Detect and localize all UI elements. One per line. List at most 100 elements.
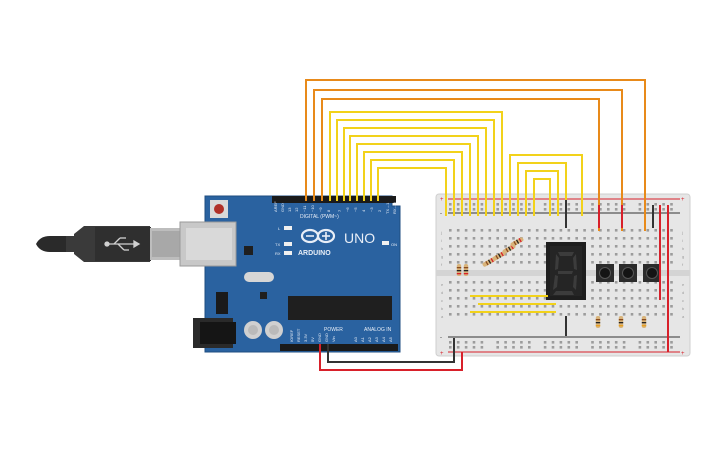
breadboard-hole[interactable]	[551, 341, 555, 344]
breadboard-hole[interactable]	[528, 245, 531, 248]
breadboard-hole[interactable]	[480, 245, 484, 248]
breadboard-hole[interactable]	[670, 346, 673, 349]
breadboard-hole[interactable]	[599, 305, 602, 308]
breadboard-hole[interactable]	[472, 253, 476, 256]
breadboard-hole[interactable]	[496, 281, 499, 284]
breadboard-hole[interactable]	[559, 237, 563, 240]
breadboard-hole[interactable]	[614, 203, 618, 206]
breadboard-hole[interactable]	[591, 229, 594, 232]
breadboard-hole[interactable]	[488, 237, 492, 240]
breadboard-hole[interactable]	[504, 237, 507, 240]
breadboard-hole[interactable]	[638, 208, 642, 211]
breadboard-hole[interactable]	[472, 297, 476, 300]
breadboard-hole[interactable]	[622, 313, 626, 316]
breadboard-hole[interactable]	[559, 313, 563, 316]
breadboard-hole[interactable]	[472, 229, 476, 232]
breadboard-hole[interactable]	[520, 229, 523, 232]
breadboard-hole[interactable]	[449, 237, 452, 240]
breadboard-hole[interactable]	[464, 297, 468, 300]
breadboard-hole[interactable]	[496, 313, 499, 316]
breadboard-hole[interactable]	[622, 208, 626, 211]
breadboard-hole[interactable]	[638, 261, 642, 264]
breadboard-hole[interactable]	[456, 237, 460, 240]
breadboard-hole[interactable]	[599, 289, 602, 292]
breadboard-hole[interactable]	[528, 253, 531, 256]
push-button-2[interactable]	[619, 264, 637, 282]
breadboard-hole[interactable]	[559, 341, 563, 344]
breadboard-hole[interactable]	[543, 253, 547, 256]
seven-segment-display[interactable]: 8	[546, 242, 586, 300]
breadboard-hole[interactable]	[654, 346, 657, 349]
breadboard-hole[interactable]	[670, 341, 673, 344]
breadboard-hole[interactable]	[551, 229, 555, 232]
breadboard-hole[interactable]	[488, 313, 492, 316]
breadboard-hole[interactable]	[670, 229, 673, 232]
breadboard-hole[interactable]	[464, 203, 468, 206]
breadboard-hole[interactable]	[528, 297, 531, 300]
breadboard-hole[interactable]	[622, 305, 626, 308]
breadboard-hole[interactable]	[535, 237, 539, 240]
breadboard-hole[interactable]	[464, 313, 468, 316]
breadboard-hole[interactable]	[575, 229, 578, 232]
breadboard-hole[interactable]	[496, 245, 499, 248]
breadboard-hole[interactable]	[449, 208, 452, 211]
breadboard-hole[interactable]	[654, 261, 657, 264]
breadboard-hole[interactable]	[670, 203, 673, 206]
breadboard-hole[interactable]	[646, 289, 650, 292]
breadboard-hole[interactable]	[480, 203, 484, 206]
breadboard-hole[interactable]	[528, 208, 531, 211]
breadboard-hole[interactable]	[535, 281, 539, 284]
breadboard-hole[interactable]	[464, 253, 468, 256]
breadboard-hole[interactable]	[551, 313, 555, 316]
breadboard-hole[interactable]	[646, 305, 650, 308]
breadboard-hole[interactable]	[456, 203, 460, 206]
breadboard-hole[interactable]	[480, 253, 484, 256]
breadboard-hole[interactable]	[662, 245, 665, 248]
resistors-buttons[interactable]	[595, 316, 647, 328]
breadboard-hole[interactable]	[567, 305, 571, 308]
breadboard-hole[interactable]	[528, 341, 531, 344]
breadboard-hole[interactable]	[559, 229, 563, 232]
breadboard-hole[interactable]	[520, 289, 523, 292]
breadboard-hole[interactable]	[622, 281, 626, 284]
breadboard-hole[interactable]	[480, 289, 484, 292]
breadboard-hole[interactable]	[480, 229, 484, 232]
breadboard-hole[interactable]	[449, 305, 452, 308]
breadboard-hole[interactable]	[456, 253, 460, 256]
breadboard-hole[interactable]	[599, 208, 602, 211]
breadboard-hole[interactable]	[488, 289, 492, 292]
breadboard-hole[interactable]	[512, 203, 515, 206]
breadboard-hole[interactable]	[654, 297, 657, 300]
breadboard-hole[interactable]	[464, 346, 468, 349]
breadboard-hole[interactable]	[520, 313, 523, 316]
breadboard-hole[interactable]	[646, 229, 650, 232]
breadboard-hole[interactable]	[559, 203, 563, 206]
breadboard-hole[interactable]	[614, 346, 618, 349]
breadboard-hole[interactable]	[528, 289, 531, 292]
breadboard-hole[interactable]	[670, 281, 673, 284]
breadboard-hole[interactable]	[670, 313, 673, 316]
breadboard-hole[interactable]	[472, 341, 476, 344]
breadboard-hole[interactable]	[646, 245, 650, 248]
breadboard-hole[interactable]	[670, 208, 673, 211]
breadboard-hole[interactable]	[591, 208, 594, 211]
breadboard-hole[interactable]	[575, 341, 578, 344]
breadboard-hole[interactable]	[449, 261, 452, 264]
breadboard-hole[interactable]	[464, 237, 468, 240]
breadboard-hole[interactable]	[543, 297, 547, 300]
breadboard-hole[interactable]	[543, 245, 547, 248]
breadboard-hole[interactable]	[575, 346, 578, 349]
breadboard-hole[interactable]	[488, 229, 492, 232]
breadboard-hole[interactable]	[449, 229, 452, 232]
breadboard-hole[interactable]	[449, 281, 452, 284]
breadboard-hole[interactable]	[622, 245, 626, 248]
breadboard-hole[interactable]	[496, 305, 499, 308]
wires-orange[interactable]	[305, 79, 646, 231]
breadboard-hole[interactable]	[480, 237, 484, 240]
breadboard-hole[interactable]	[599, 229, 602, 232]
breadboard-hole[interactable]	[496, 289, 499, 292]
breadboard-hole[interactable]	[599, 261, 602, 264]
breadboard-hole[interactable]	[496, 237, 499, 240]
breadboard-hole[interactable]	[575, 237, 578, 240]
breadboard-hole[interactable]	[480, 346, 484, 349]
